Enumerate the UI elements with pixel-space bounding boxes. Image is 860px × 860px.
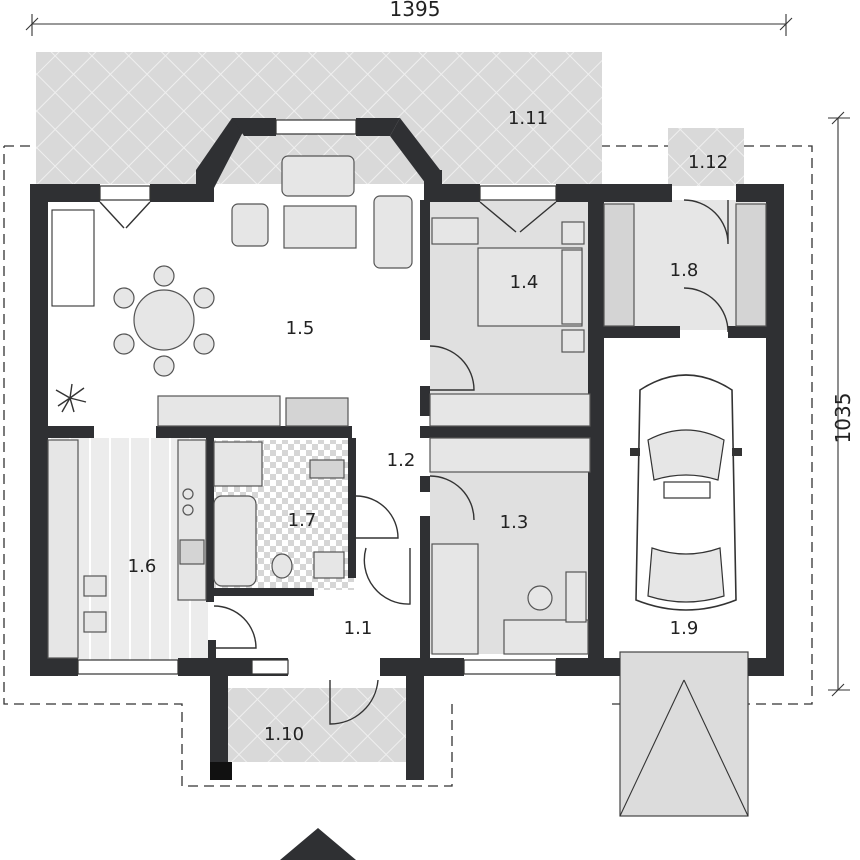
room-label-1-11: 1.11 xyxy=(508,108,548,129)
utility-entry-step xyxy=(668,128,744,186)
width-dimension: 1395 xyxy=(25,0,793,36)
room-label-1-9: 1.9 xyxy=(670,618,699,639)
room-label-1-12: 1.12 xyxy=(688,152,728,173)
driveway xyxy=(619,651,749,817)
doors xyxy=(99,199,729,725)
room-label-1-4: 1.4 xyxy=(510,272,539,293)
bedroom2-furniture xyxy=(429,437,591,655)
utility-furniture xyxy=(603,203,767,327)
bedroom-furniture xyxy=(429,217,591,427)
kitchen-furniture xyxy=(47,439,207,659)
width-dimension-label: 1395 xyxy=(390,0,441,21)
car-icon xyxy=(630,374,742,611)
room-label-1-7: 1.7 xyxy=(288,510,317,531)
room-label-1-1: 1.1 xyxy=(344,618,373,639)
height-dimension-label: 1035 xyxy=(831,393,855,444)
windows xyxy=(77,119,557,675)
height-dimension: 1035 xyxy=(828,111,855,697)
plant-icon xyxy=(55,383,87,413)
room-label-1-2: 1.2 xyxy=(387,450,416,471)
bathroom-furniture xyxy=(213,441,345,587)
north-arrow-icon xyxy=(280,828,356,860)
walls xyxy=(30,118,784,780)
living-furniture xyxy=(51,155,413,427)
room-label-1-10: 1.10 xyxy=(264,724,304,745)
room-label-1-3: 1.3 xyxy=(500,512,529,533)
porch-floor xyxy=(228,688,406,762)
room-label-1-5: 1.5 xyxy=(286,318,315,339)
room-label-1-8: 1.8 xyxy=(670,260,699,281)
room-labels: 1.1 1.2 1.3 1.4 1.5 1.6 1.7 1.8 1.9 1.10… xyxy=(128,108,728,745)
room-label-1-6: 1.6 xyxy=(128,556,157,577)
